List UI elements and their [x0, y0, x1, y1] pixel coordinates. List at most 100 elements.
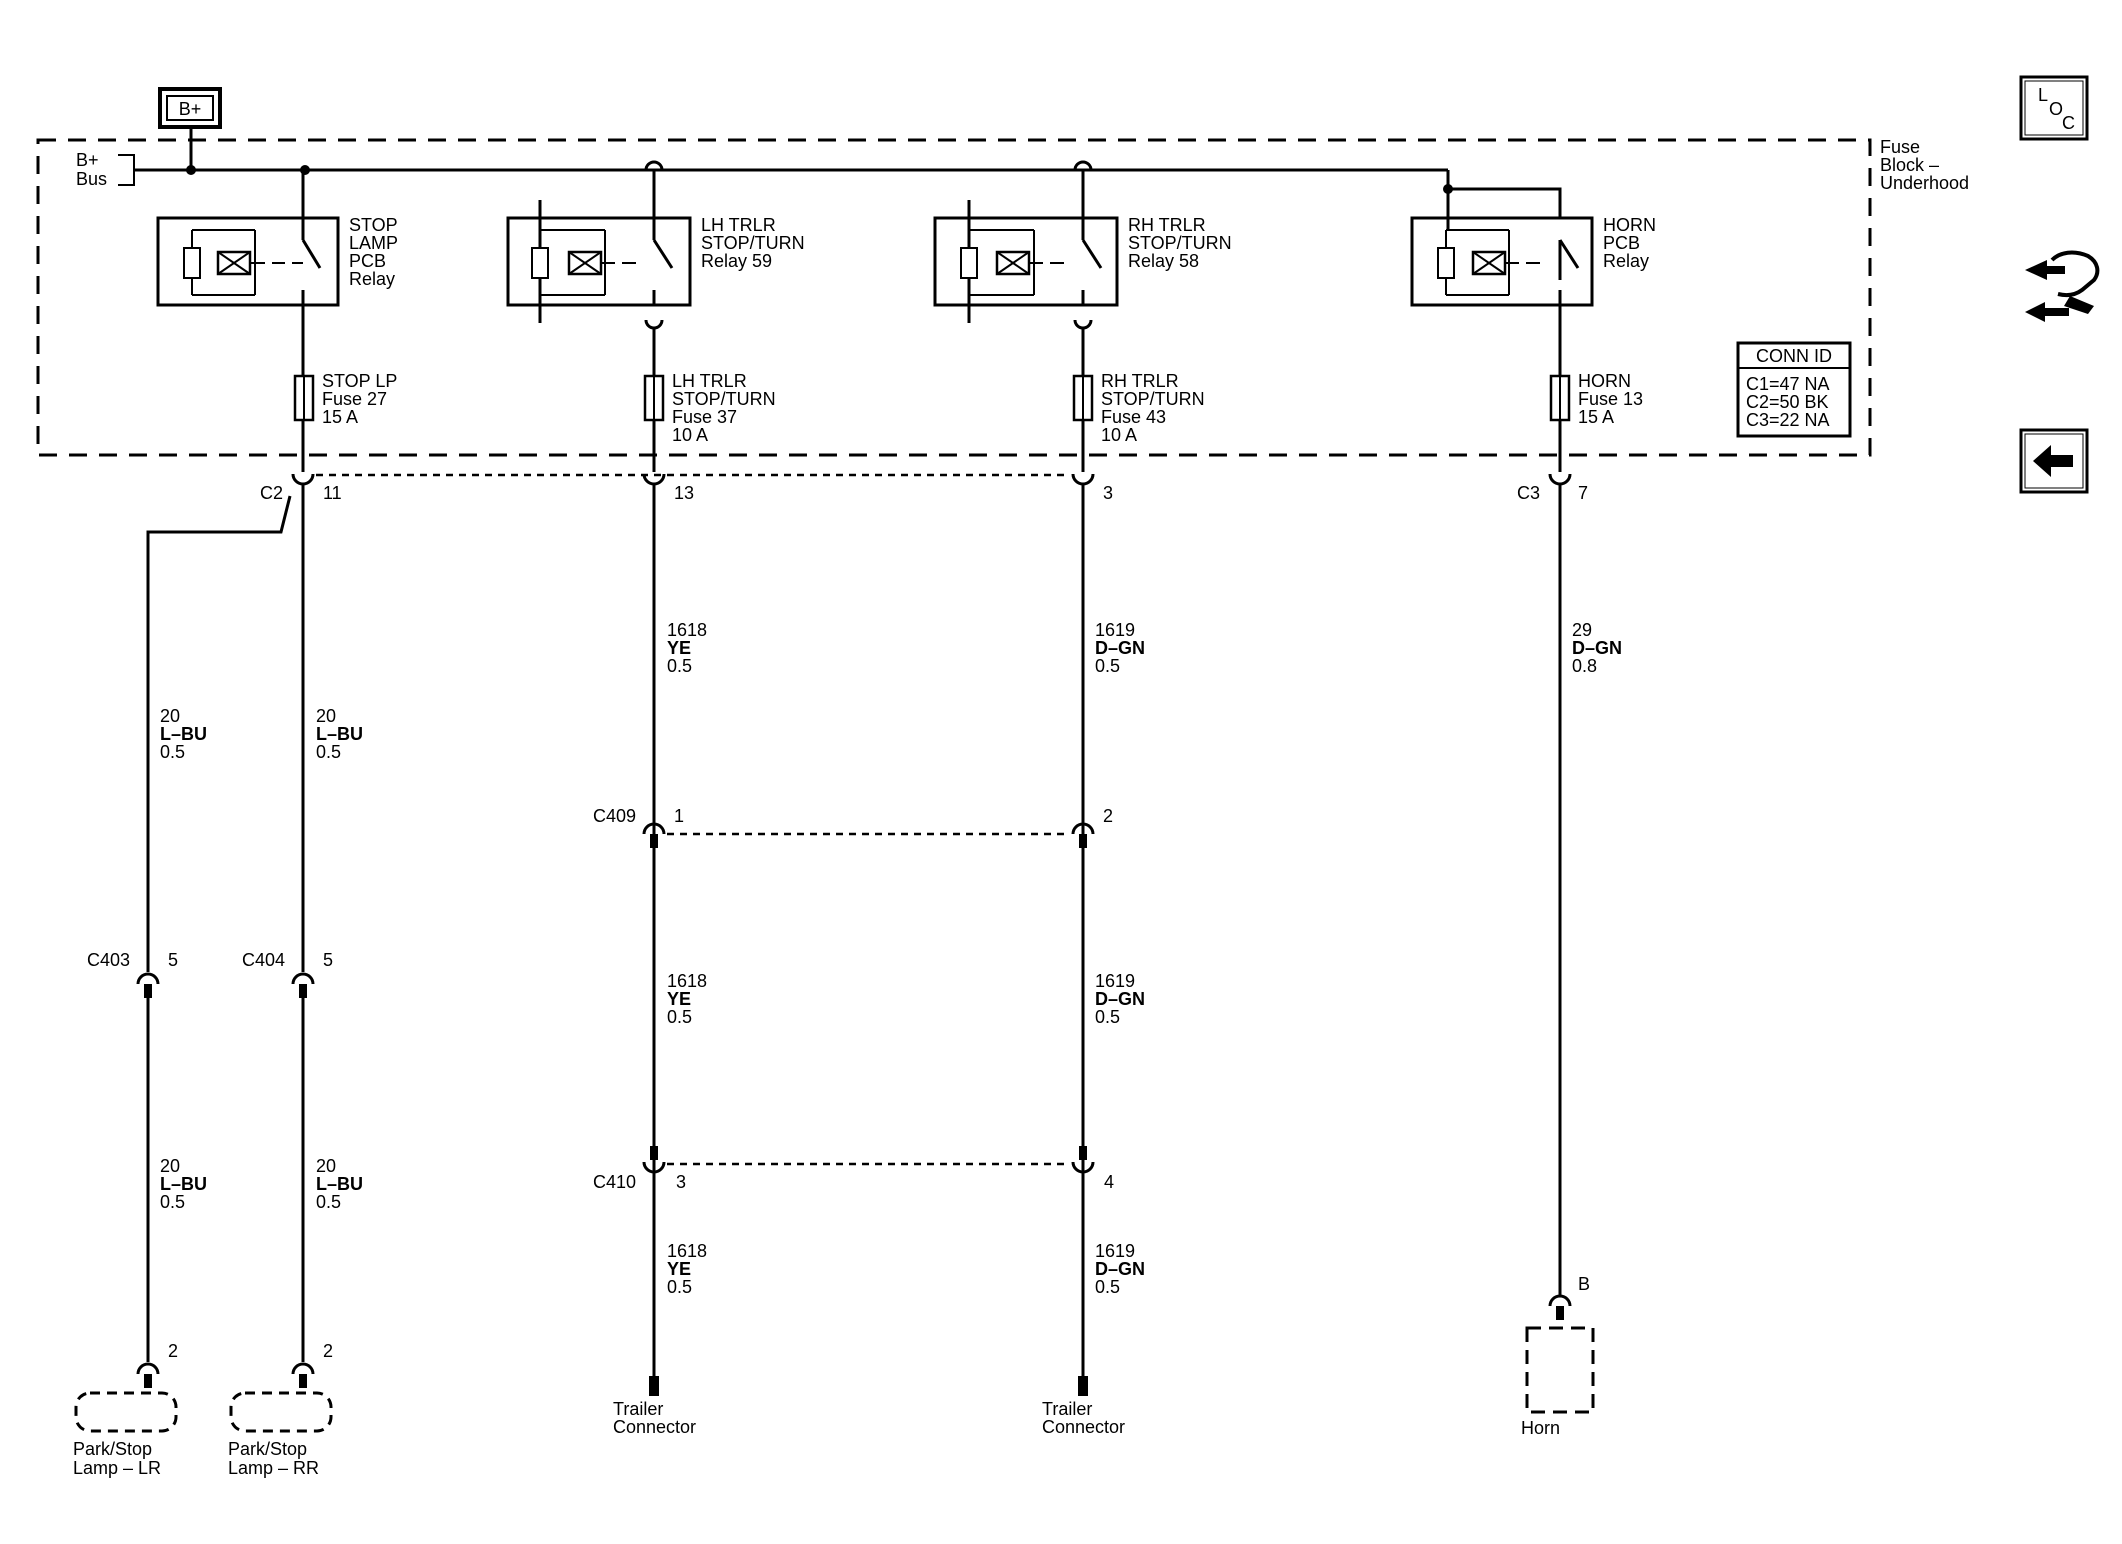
svg-text:15 A: 15 A: [1578, 407, 1614, 427]
svg-text:STOP: STOP: [349, 215, 398, 235]
connector-c409: C409 1 2: [593, 806, 1113, 848]
fuse-block-underhood-outline: [36, 138, 1872, 457]
svg-text:STOP/TURN: STOP/TURN: [672, 389, 776, 409]
svg-text:0.5: 0.5: [667, 1277, 692, 1297]
horn-component: B Horn: [1521, 1274, 1595, 1438]
rh-trlr-stop-turn-fuse-43: RH TRLR STOP/TURN Fuse 43 10 A: [1072, 371, 1205, 445]
svg-text:B: B: [1578, 1274, 1590, 1294]
wire-label-lh-3: 1618 YE 0.5: [667, 1241, 707, 1297]
svg-text:HORN: HORN: [1578, 371, 1631, 391]
svg-text:0.5: 0.5: [316, 1192, 341, 1212]
svg-text:STOP/TURN: STOP/TURN: [1101, 389, 1205, 409]
svg-text:L–BU: L–BU: [316, 1174, 363, 1194]
svg-text:C403: C403: [87, 950, 130, 970]
svg-text:10 A: 10 A: [1101, 425, 1137, 445]
svg-text:5: 5: [168, 950, 178, 970]
svg-text:C: C: [2062, 113, 2075, 133]
connector-c3: C3 7: [1517, 473, 1588, 503]
svg-text:Relay: Relay: [1603, 251, 1649, 271]
location-view-button[interactable]: L O C: [2019, 75, 2089, 141]
battery-positive-source: B+: [158, 87, 222, 129]
trailer-connector-rh: Trailer Connector: [1042, 1376, 1125, 1437]
svg-text:3: 3: [676, 1172, 686, 1192]
svg-text:0.5: 0.5: [667, 1007, 692, 1027]
lh-trlr-stop-turn-fuse-37: LH TRLR STOP/TURN Fuse 37 10 A: [643, 371, 776, 445]
svg-text:1619: 1619: [1095, 1241, 1135, 1261]
svg-text:LH TRLR: LH TRLR: [701, 215, 776, 235]
svg-text:15 A: 15 A: [322, 407, 358, 427]
svg-text:STOP/TURN: STOP/TURN: [1128, 233, 1232, 253]
svg-text:1618: 1618: [667, 620, 707, 640]
fuse-block-label: Fuse Block – Underhood: [1880, 137, 1969, 193]
svg-text:0.5: 0.5: [160, 1192, 185, 1212]
connector-c410: C410 3 4: [593, 1146, 1114, 1192]
svg-text:5: 5: [323, 950, 333, 970]
svg-text:Connector: Connector: [613, 1417, 696, 1437]
svg-text:Bus: Bus: [76, 169, 107, 189]
svg-text:Horn: Horn: [1521, 1418, 1560, 1438]
svg-text:Park/Stop: Park/Stop: [228, 1439, 307, 1459]
svg-text:1619: 1619: [1095, 971, 1135, 991]
wire-label-stop-rr-upper: 20 L–BU 0.5: [316, 706, 363, 762]
horn-pcb-relay: HORN PCB Relay: [1410, 189, 1656, 307]
conn-id-table: CONN ID C1=47 NA C2=50 BK C3=22 NA: [1736, 341, 1852, 438]
wire-label-rh-3: 1619 D–GN 0.5: [1095, 1241, 1145, 1297]
svg-text:D–GN: D–GN: [1095, 1259, 1145, 1279]
svg-text:L–BU: L–BU: [160, 1174, 207, 1194]
svg-text:1619: 1619: [1095, 620, 1135, 640]
svg-text:0.5: 0.5: [1095, 1007, 1120, 1027]
wire-label-lh-2: 1618 YE 0.5: [667, 971, 707, 1027]
svg-text:2: 2: [323, 1341, 333, 1361]
svg-text:20: 20: [316, 1156, 336, 1176]
svg-text:Fuse 13: Fuse 13: [1578, 389, 1643, 409]
svg-text:Underhood: Underhood: [1880, 173, 1969, 193]
svg-text:D–GN: D–GN: [1095, 989, 1145, 1009]
svg-text:Relay 59: Relay 59: [701, 251, 772, 271]
wire-label-stop-lr-upper: 20 L–BU 0.5: [160, 706, 207, 762]
svg-text:RH TRLR: RH TRLR: [1101, 371, 1179, 391]
wire-stop-lamp-lr: [146, 495, 292, 972]
wire-label-stop-rr-lower: 20 L–BU 0.5: [316, 1156, 363, 1212]
svg-text:20: 20: [160, 1156, 180, 1176]
back-arrow-button[interactable]: [2019, 428, 2089, 494]
wire-label-lh-1: 1618 YE 0.5: [667, 620, 707, 676]
wire-label-rh-1: 1619 D–GN 0.5: [1095, 620, 1145, 676]
svg-text:RH TRLR: RH TRLR: [1128, 215, 1206, 235]
connector-c2: C2 11 13 3: [260, 473, 1113, 503]
svg-text:Relay: Relay: [349, 269, 395, 289]
svg-text:0.5: 0.5: [667, 656, 692, 676]
svg-text:1618: 1618: [667, 971, 707, 991]
svg-text:C3: C3: [1517, 483, 1540, 503]
wire-label-rh-2: 1619 D–GN 0.5: [1095, 971, 1145, 1027]
svg-text:Park/Stop: Park/Stop: [73, 1439, 152, 1459]
stop-lp-fuse-27: STOP LP Fuse 27 15 A: [293, 371, 397, 427]
svg-text:29: 29: [1572, 620, 1592, 640]
svg-text:11: 11: [323, 483, 342, 503]
harness-routing-icon[interactable]: [2025, 250, 2100, 322]
svg-text:Fuse 43: Fuse 43: [1101, 407, 1166, 427]
back-arrow-icon: [2033, 445, 2073, 477]
svg-text:2: 2: [1103, 806, 1113, 826]
svg-text:Fuse: Fuse: [1880, 137, 1920, 157]
svg-text:7: 7: [1578, 483, 1588, 503]
trailer-connector-lh: Trailer Connector: [613, 1376, 696, 1437]
connector-c404: C404 5: [242, 950, 333, 998]
svg-text:10 A: 10 A: [672, 425, 708, 445]
svg-text:L–BU: L–BU: [316, 724, 363, 744]
svg-text:13: 13: [674, 483, 694, 503]
svg-text:0.5: 0.5: [1095, 1277, 1120, 1297]
wire-label-stop-lr-lower: 20 L–BU 0.5: [160, 1156, 207, 1212]
svg-text:O: O: [2049, 99, 2063, 119]
svg-text:0.5: 0.5: [160, 742, 185, 762]
svg-text:2: 2: [168, 1341, 178, 1361]
svg-text:CONN ID: CONN ID: [1756, 346, 1832, 366]
svg-text:LH TRLR: LH TRLR: [672, 371, 747, 391]
svg-text:0.5: 0.5: [316, 742, 341, 762]
park-stop-lamp-rr: 2 Park/Stop Lamp – RR: [228, 1341, 333, 1478]
svg-text:1618: 1618: [667, 1241, 707, 1261]
wire-label-horn: 29 D–GN 0.8: [1572, 620, 1622, 676]
svg-text:C404: C404: [242, 950, 285, 970]
svg-text:4: 4: [1104, 1172, 1114, 1192]
svg-text:Lamp – RR: Lamp – RR: [228, 1458, 319, 1478]
svg-text:B+: B+: [179, 99, 202, 119]
